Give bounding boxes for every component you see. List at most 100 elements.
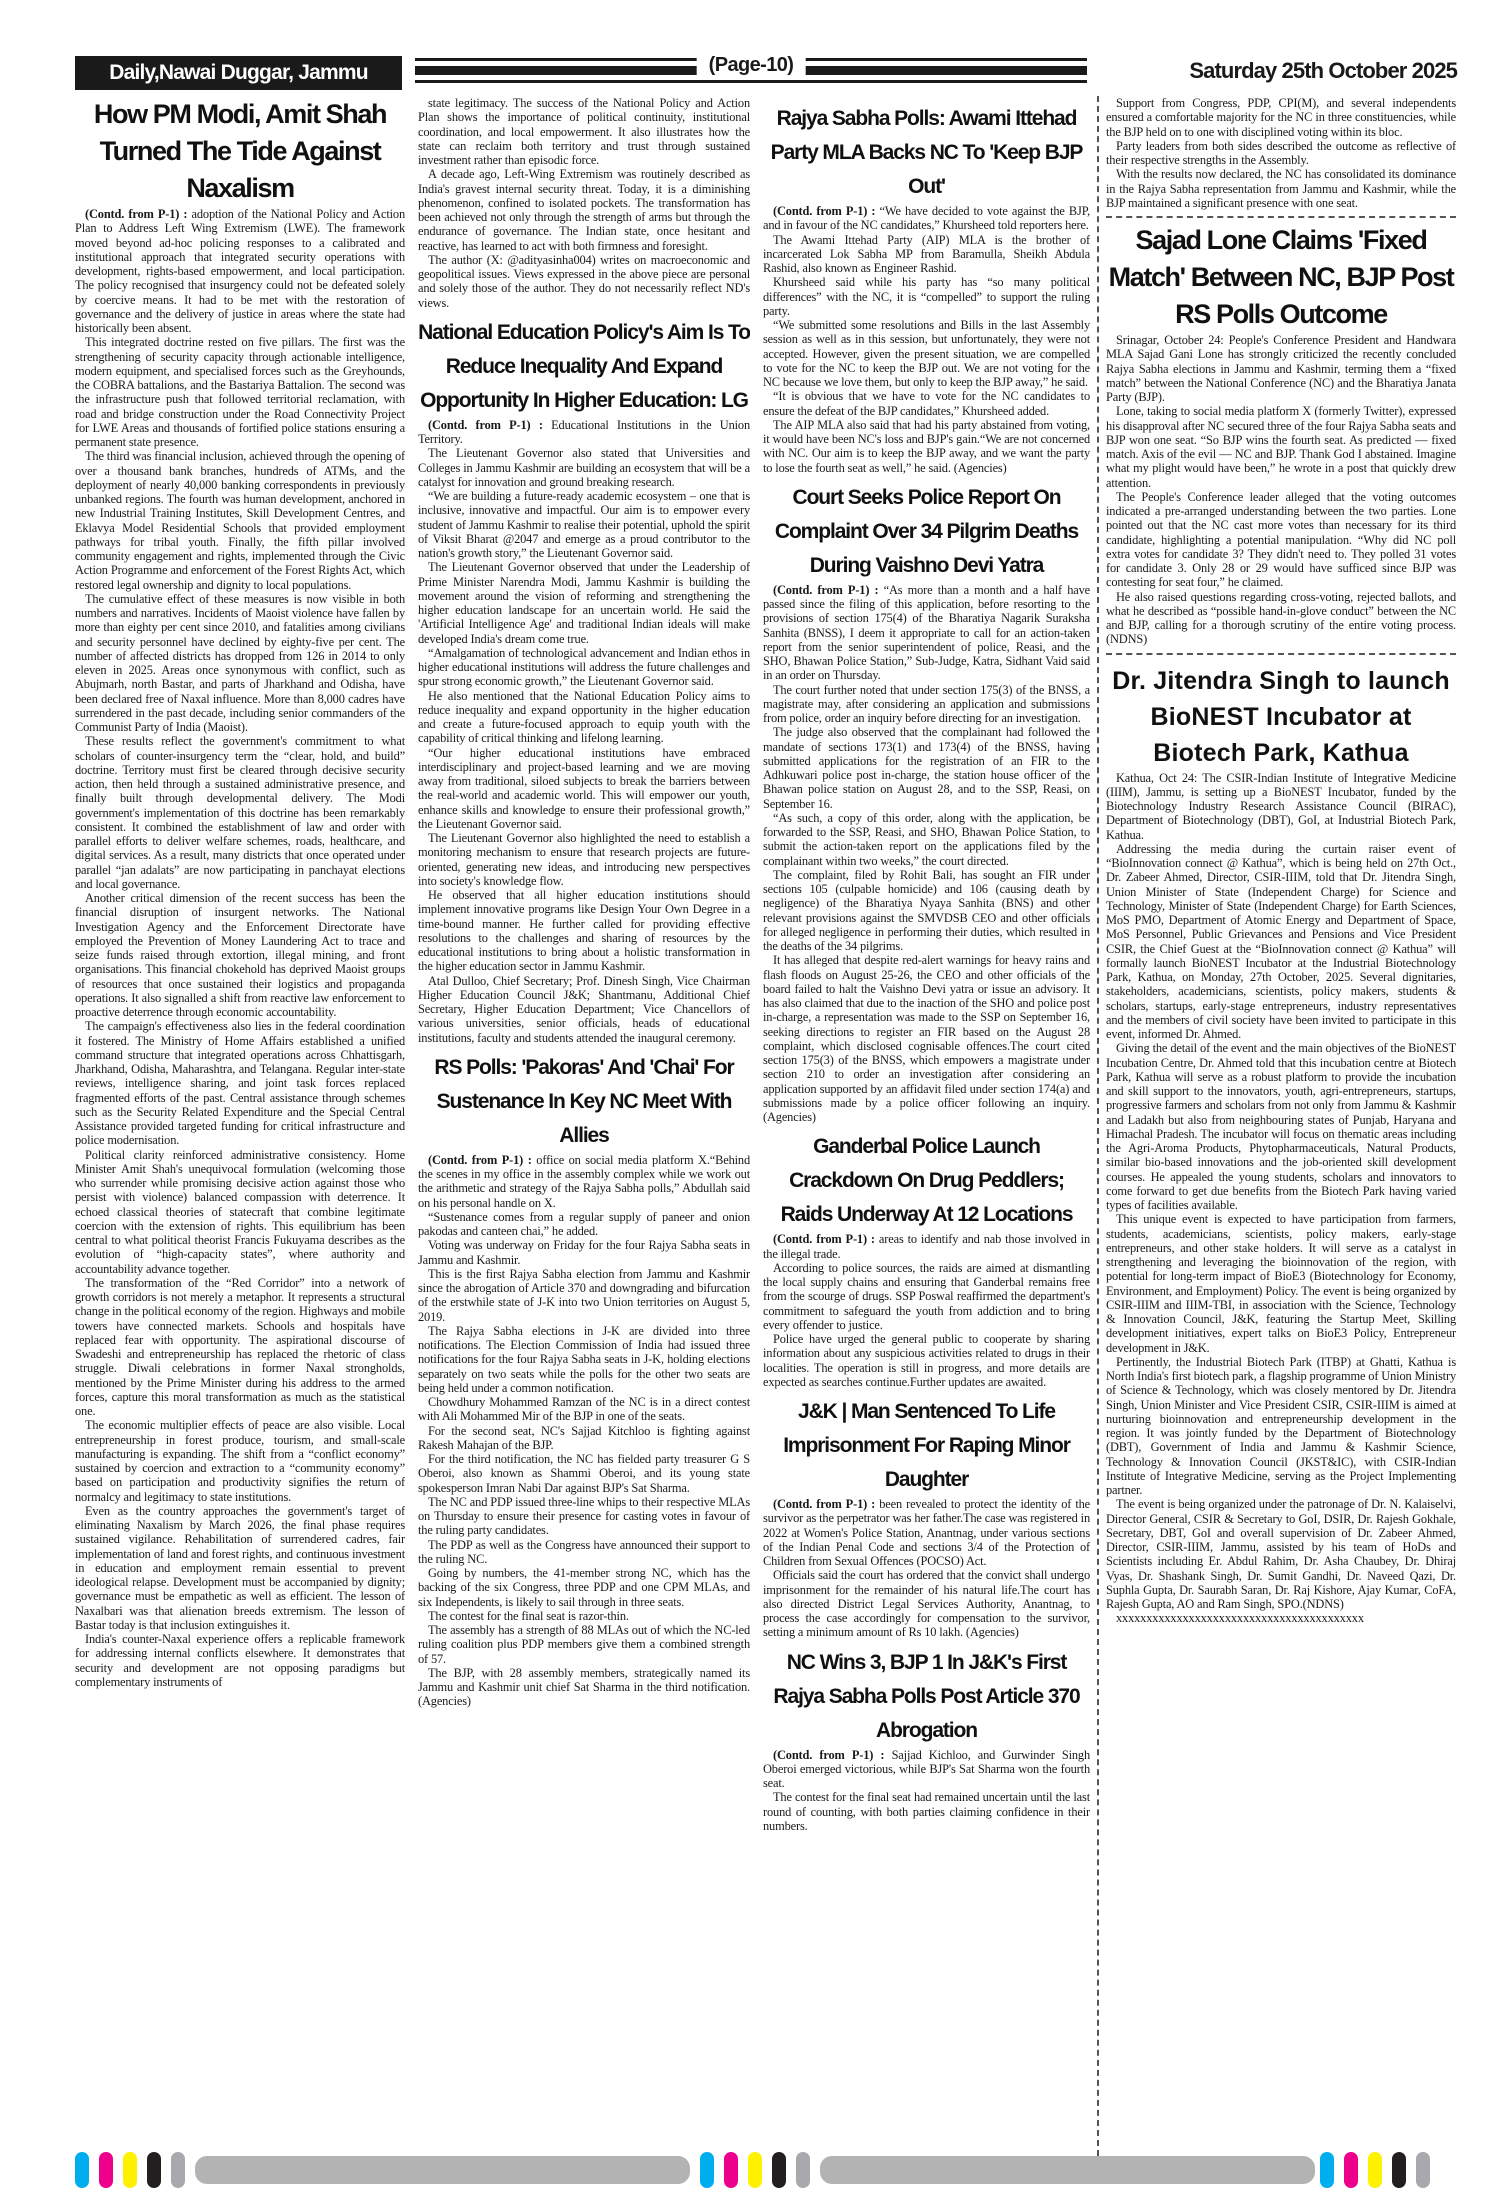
masthead: Daily,Nawai Duggar, Jammu <box>75 56 402 90</box>
registration-dot <box>1368 2152 1382 2188</box>
article-paragraph: This is the first Rajya Sabha election f… <box>418 1267 750 1324</box>
article-paragraph: Chowdhury Mohammed Ramzan of the NC is i… <box>418 1395 750 1424</box>
paragraph-text: This is the first Rajya Sabha election f… <box>418 1266 750 1324</box>
article-naxalism: How PM Modi, Amit Shah Turned The Tide A… <box>75 96 405 1689</box>
paragraph-text: The transformation of the “Red Corridor”… <box>75 1275 405 1418</box>
continued-from-label: (Contd. from P-1) : <box>773 582 879 597</box>
registration-dot <box>1320 2152 1334 2188</box>
article-paragraph: India's counter-Naxal experience offers … <box>75 1632 405 1689</box>
paragraph-text: With the results now declared, the NC ha… <box>1106 167 1456 210</box>
article-paragraph: A decade ago, Left-Wing Extremism was ro… <box>418 167 750 253</box>
paragraph-text: “As such, a copy of this order, along wi… <box>763 810 1090 868</box>
paragraph-text: The NC and PDP issued three-line whips t… <box>418 1494 750 1538</box>
article-paragraph: state legitimacy. The success of the Nat… <box>418 96 750 167</box>
paragraph-text: A decade ago, Left-Wing Extremism was ro… <box>418 167 750 253</box>
paragraph-text: Support from Congress, PDP, CPI(M), and … <box>1106 96 1456 139</box>
article-paragraph: He observed that all higher education in… <box>418 888 750 974</box>
paragraph-text: It has alleged that despite red-alert wa… <box>763 953 1090 1124</box>
headline: Ganderbal Police Launch Crackdown On Dru… <box>780 1135 1074 1227</box>
article-court: Court Seeks Police Report On Complaint O… <box>763 481 1090 1125</box>
page-header: Daily,Nawai Duggar, Jammu (Page-10) Satu… <box>75 54 1458 92</box>
article-paragraph: Lone, taking to social media platform X … <box>1106 404 1456 490</box>
article-paragraph: This integrated doctrine rested on five … <box>75 335 405 449</box>
paragraph-text: The event is being organized under the p… <box>1106 1497 1456 1611</box>
article-paragraph: “Sustenance comes from a regular supply … <box>418 1210 750 1239</box>
color-registration-bar <box>75 2152 1457 2188</box>
article-paragraph: Kathua, Oct 24: The CSIR-Indian Institut… <box>1106 771 1456 842</box>
paragraph-text: The third was financial inclusion, achie… <box>75 449 405 592</box>
article-paragraph: (Contd. from P-1) : areas to identify an… <box>763 1232 1090 1261</box>
registration-bar <box>820 2156 1315 2184</box>
registration-dot <box>99 2152 113 2188</box>
article-paragraph: Support from Congress, PDP, CPI(M), and … <box>1106 96 1456 139</box>
paragraph-text: This integrated doctrine rested on five … <box>75 335 405 449</box>
headline: RS Polls: 'Pakoras' And 'Chai' For Suste… <box>434 1055 734 1147</box>
article-paragraph: The complaint, filed by Rohit Bali, has … <box>763 868 1090 954</box>
headline: Dr. Jitendra Singh to launch BioNEST Inc… <box>1112 666 1450 767</box>
paragraph-text: “As more than a month and a half have pa… <box>763 582 1090 683</box>
rule-divider <box>415 80 1087 83</box>
article-paragraph: The Lieutenant Governor also highlighted… <box>418 831 750 888</box>
headline: Sajad Lone Claims 'Fixed Match' Between … <box>1108 225 1455 329</box>
article-paragraph: It has alleged that despite red-alert wa… <box>763 953 1090 1124</box>
continued-from-label: (Contd. from P-1) : <box>428 1152 532 1167</box>
article-paragraph: With the results now declared, the NC ha… <box>1106 167 1456 210</box>
page-number: (Page-10) <box>696 54 806 77</box>
continued-from-label: (Contd. from P-1) : <box>773 1747 885 1762</box>
article-paragraph: This unique event is expected to have pa… <box>1106 1212 1456 1355</box>
article-paragraph: The Rajya Sabha elections in J-K are div… <box>418 1324 750 1395</box>
column-divider <box>1097 96 1099 2156</box>
paragraph-text: xxxxxxxxxxxxxxxxxxxxxxxxxxxxxxxxxxxxxxxx… <box>1116 1611 1364 1626</box>
article-bionest: Dr. Jitendra Singh to launch BioNEST Inc… <box>1106 663 1456 1626</box>
registration-dot <box>1416 2152 1430 2188</box>
article-paragraph: The assembly has a strength of 88 MLAs o… <box>418 1623 750 1666</box>
article-paragraph: Khursheed said while his party has “so m… <box>763 275 1090 318</box>
article-paragraph: Party leaders from both sides described … <box>1106 139 1456 168</box>
registration-dot <box>1392 2152 1406 2188</box>
paragraph-text: been revealed to protect the identity of… <box>763 1497 1090 1568</box>
paragraph-text: The PDP as well as the Congress have ann… <box>418 1537 750 1566</box>
article-ncwins: NC Wins 3, BJP 1 In J&K's First Rajya Sa… <box>763 1646 1090 1834</box>
registration-dot <box>75 2152 89 2188</box>
article-paragraph: The Lieutenant Governor observed that un… <box>418 560 750 646</box>
paragraph-text: adoption of the National Policy and Acti… <box>75 207 405 335</box>
paragraph-text: Khursheed said while his party has “so m… <box>763 275 1090 318</box>
registration-dot <box>772 2152 786 2188</box>
continued-from-label: (Contd. from P-1) : <box>773 1232 875 1247</box>
headline: National Education Policy's Aim Is To Re… <box>418 320 750 412</box>
article-paragraph: The third was financial inclusion, achie… <box>75 449 405 592</box>
article-paragraph: xxxxxxxxxxxxxxxxxxxxxxxxxxxxxxxxxxxxxxxx… <box>1106 1611 1456 1625</box>
headline: Court Seeks Police Report On Complaint O… <box>774 485 1079 577</box>
article-paragraph: He also mentioned that the National Educ… <box>418 689 750 746</box>
article-paragraph: (Contd. from P-1) : “As more than a mont… <box>763 583 1090 683</box>
paragraph-text: This unique event is expected to have pa… <box>1106 1212 1456 1355</box>
continued-from-label: (Contd. from P-1) : <box>85 207 188 221</box>
article-paragraph: Even as the country approaches the gover… <box>75 1504 405 1632</box>
paragraph-text: areas to identify and nab those involved… <box>763 1232 1090 1261</box>
article-paragraph: The contest for the final seat had remai… <box>763 1790 1090 1833</box>
article-paragraph: “We submitted some resolutions and Bills… <box>763 318 1090 389</box>
article-paragraph: The contest for the final seat is razor-… <box>418 1609 750 1623</box>
article-paragraph: (Contd. from P-1) : “We have decided to … <box>763 204 1090 233</box>
paragraph-text: Party leaders from both sides described … <box>1106 138 1456 167</box>
paragraph-text: Voting was underway on Friday for the fo… <box>418 1238 750 1267</box>
article-paragraph: “We are building a future-ready academic… <box>418 489 750 560</box>
headline: Rajya Sabha Polls: Awami Ittehad Party M… <box>770 107 1084 198</box>
article-paragraph: Giving the detail of the event and the m… <box>1106 1041 1456 1212</box>
registration-dot <box>796 2152 810 2188</box>
article-paragraph: Another critical dimension of the recent… <box>75 891 405 1019</box>
registration-dot <box>1344 2152 1358 2188</box>
article-awami: Rajya Sabha Polls: Awami Ittehad Party M… <box>763 102 1090 475</box>
paragraph-text: The complaint, filed by Rohit Bali, has … <box>763 867 1090 953</box>
paragraph-text: Chowdhury Mohammed Ramzan of the NC is i… <box>418 1395 750 1424</box>
article-paragraph: (Contd. from P-1) : been revealed to pro… <box>763 1497 1090 1568</box>
paragraph-text: For the second seat, NC's Sajjad Kitchlo… <box>418 1423 750 1452</box>
article-nep: National Education Policy's Aim Is To Re… <box>418 316 750 1045</box>
header-rules: (Page-10) <box>415 54 1087 90</box>
paragraph-text: Educational Institutions in the Union Te… <box>418 417 750 446</box>
article-paragraph: The economic multiplier effects of peace… <box>75 1418 405 1504</box>
article-ncwins-continued: Support from Congress, PDP, CPI(M), and … <box>1106 96 1456 210</box>
paragraph-text: Addressing the media during the curtain … <box>1106 841 1456 1041</box>
article-paragraph: The transformation of the “Red Corridor”… <box>75 1276 405 1419</box>
article-paragraph: The court further noted that under secti… <box>763 683 1090 726</box>
